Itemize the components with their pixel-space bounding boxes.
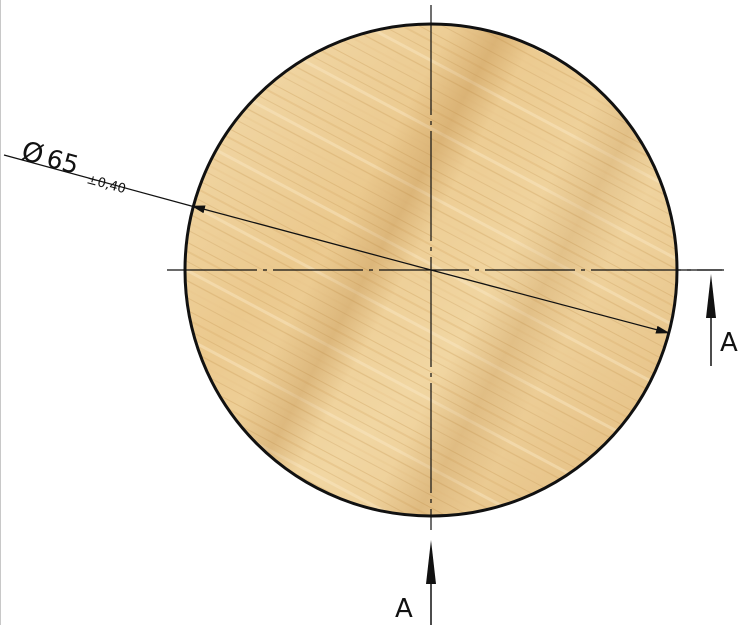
- sheet-left-border: [0, 0, 1, 625]
- section-arrow-up-right: [706, 274, 716, 318]
- diameter-dimension: [3, 154, 670, 334]
- section-marker-right: A: [676, 269, 738, 366]
- dimension-line-right: [430, 269, 670, 334]
- dimension-line-left: [191, 205, 432, 271]
- section-label-right: A: [720, 328, 738, 358]
- diameter-tolerance: ±0,40: [85, 172, 127, 197]
- center-lines: [167, 5, 722, 516]
- section-marker-bottom: A: [395, 516, 436, 625]
- dimension-leader: [3, 154, 196, 208]
- section-arrow-up-bottom: [426, 540, 436, 584]
- section-label-bottom: A: [395, 594, 413, 624]
